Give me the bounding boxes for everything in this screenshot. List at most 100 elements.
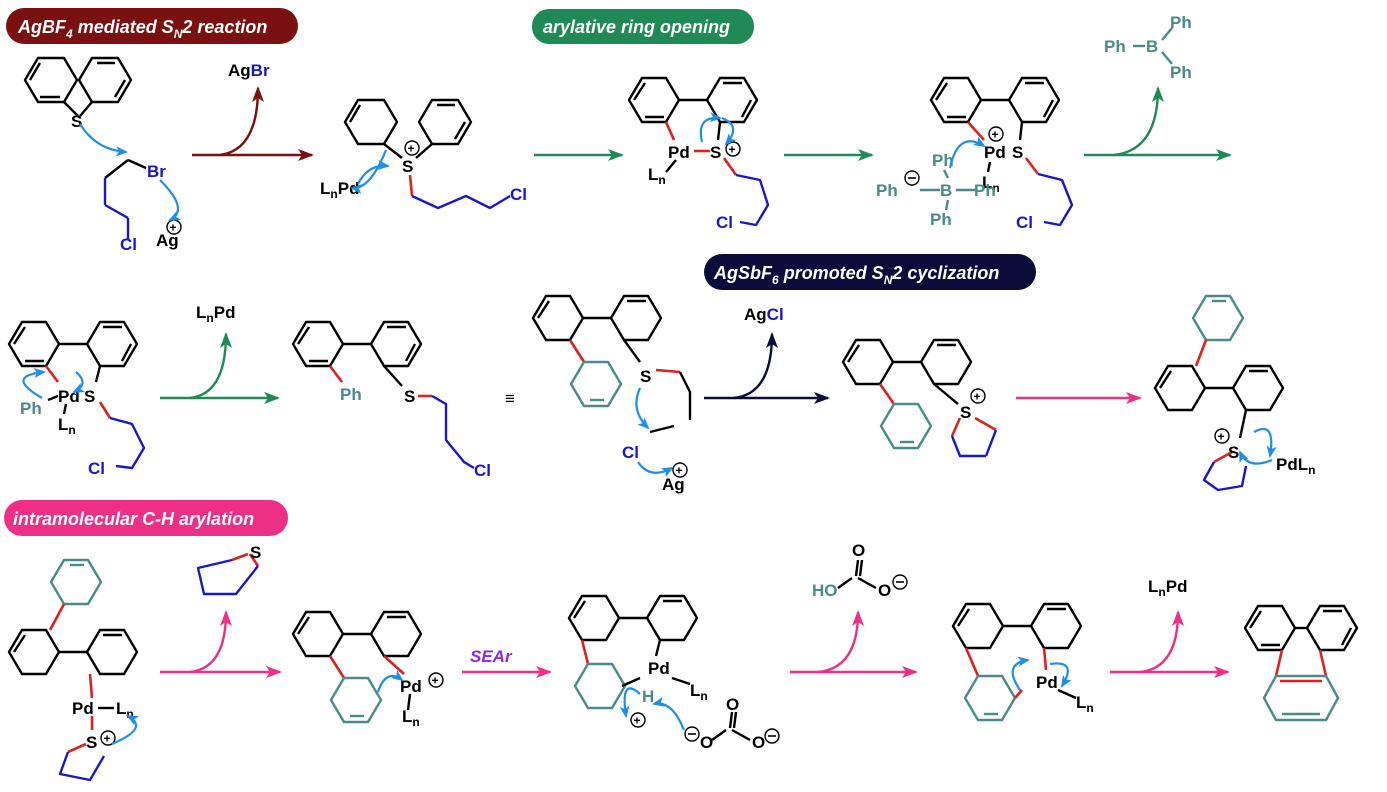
phenyl-label: Ph <box>930 210 952 229</box>
curly-arrow-s-loss <box>721 116 737 146</box>
terphenyl-thioether <box>531 294 692 434</box>
byproduct-lnpd: LnPd <box>196 303 235 325</box>
atom-h: H <box>642 687 654 706</box>
lnpd-fragment: LnPd <box>320 179 359 201</box>
triphenylene-product <box>1243 604 1359 722</box>
atom-s: S <box>84 387 95 406</box>
atom-cl: Cl <box>510 185 527 204</box>
curly-arrow-s-attack <box>79 123 128 157</box>
atom-s: S <box>1228 443 1239 462</box>
atom-cl: Cl <box>716 213 733 232</box>
phenyl-label: Ph <box>1170 13 1192 32</box>
atom-s: S <box>86 733 97 752</box>
badge-ch-arylation: intramolecular C-H arylation <box>4 500 288 536</box>
triphenylborane <box>1133 27 1173 65</box>
badge-agbf4-text: AgBF4 mediated SN2 reaction <box>17 17 267 41</box>
atom-s: S <box>640 367 651 386</box>
byproduct-lnpd-2: LnPd <box>1148 577 1187 599</box>
cyclic-sulfonium <box>841 338 998 458</box>
ln-ligand: Ln <box>982 173 1000 195</box>
curly-arrow-re-2 <box>1049 662 1072 688</box>
atom-s: S <box>71 112 82 131</box>
curly-arrow-s-release <box>111 715 140 746</box>
tetrahydrothiophene <box>196 552 260 596</box>
palladacycle-intermediate <box>627 76 770 227</box>
curly-arrow-br-ag <box>159 179 182 221</box>
atom-s-sulfonium: S <box>402 157 413 176</box>
bicarbonate-base <box>711 711 751 742</box>
curly-arrow-pd-s <box>1238 450 1273 465</box>
atom-br: Br <box>147 162 166 181</box>
plus-charge: + <box>104 732 111 746</box>
atom-pd: Pd <box>984 143 1006 162</box>
oxidative-addition-complex <box>1153 294 1285 492</box>
badge-ch-arylation-text: intramolecular C-H arylation <box>13 509 254 529</box>
curly-arrow-rearomatize <box>619 687 641 718</box>
curly-arrow-transmetalation <box>948 136 986 169</box>
atom-o: O <box>852 541 865 560</box>
ln-ligand: Ln <box>402 707 420 729</box>
byproduct-arrow-bicarbonate <box>817 610 864 674</box>
atom-cl: Cl <box>622 443 639 462</box>
plus-charge: + <box>676 464 683 478</box>
byproduct-arrow-tht <box>189 610 232 674</box>
byproduct-agcl: AgCl <box>744 305 784 324</box>
byproduct-arrow-lnpd-2 <box>1139 610 1184 674</box>
atom-o: O <box>878 581 891 600</box>
curly-arrow-deprotonate <box>652 696 686 731</box>
sulfonium-intermediate <box>343 98 511 210</box>
atom-s: S <box>710 143 721 162</box>
wheland-intermediate <box>567 594 699 710</box>
curly-arrow-cs-bond <box>350 149 388 195</box>
atom-o: O <box>752 733 765 752</box>
palladafluorene <box>951 602 1083 722</box>
curly-arrow-pd-bond <box>72 371 86 393</box>
plus-charge: + <box>432 674 439 688</box>
curly-arrow-cyclize <box>635 387 650 430</box>
atom-b: B <box>940 181 952 200</box>
plus-charge: + <box>992 128 999 142</box>
plus-charge: + <box>729 143 736 157</box>
atom-s: S <box>404 387 415 406</box>
atom-s: S <box>250 543 261 562</box>
ln-ligand: Ln <box>648 165 666 187</box>
hydroxyl-group: HO <box>812 581 838 600</box>
atom-b: B <box>1146 37 1158 56</box>
atom-o: O <box>726 695 739 714</box>
atom-pd: Pd <box>72 699 94 718</box>
atom-o: O <box>700 733 713 752</box>
atom-cl: Cl <box>474 461 491 480</box>
atom-s: S <box>1012 143 1023 162</box>
atom-cl: Cl <box>1016 213 1033 232</box>
badge-ring-opening-text: arylative ring opening <box>543 17 730 37</box>
sear-label: SEAr <box>470 647 513 666</box>
silver-cation: Ag <box>662 475 685 494</box>
butyl-chain-1 <box>103 158 147 240</box>
badge-agsbf6-text: AgSbF6 promoted SN2 cyclization <box>713 263 999 287</box>
plus-charge: + <box>170 221 177 235</box>
badge-agbf4-sn2: AgBF4 mediated SN2 reaction <box>6 8 298 44</box>
atom-cl: Cl <box>88 459 105 478</box>
ln-ligand: Ln <box>1076 693 1094 715</box>
byproduct-arrow-agbr <box>219 86 264 157</box>
byproduct-arrow-agcl <box>733 332 778 400</box>
byproduct-agbr: AgBr <box>228 61 270 80</box>
bicarbonate-byproduct <box>837 559 877 590</box>
phenyl-label: Ph <box>1104 37 1126 56</box>
plus-charge: + <box>634 714 641 728</box>
phenyl-label: Ph <box>1170 63 1192 82</box>
atom-pd: Pd <box>668 143 690 162</box>
plus-charge: + <box>408 142 415 156</box>
dibenzothiophene <box>23 56 133 117</box>
curly-arrow-sear <box>376 670 404 693</box>
byproduct-arrow-lnpd <box>189 332 232 400</box>
badge-arylative-ring-opening: arylative ring opening <box>532 9 754 44</box>
plus-charge: + <box>974 390 981 404</box>
byproduct-arrow-bph3 <box>1113 86 1164 157</box>
atom-pd: Pd <box>400 677 422 696</box>
curly-arrow-ring-open <box>699 112 722 143</box>
biaryl-thioether <box>291 320 475 470</box>
phenyl-label: Ph <box>876 181 898 200</box>
ln-ligand: Ln <box>58 415 76 437</box>
